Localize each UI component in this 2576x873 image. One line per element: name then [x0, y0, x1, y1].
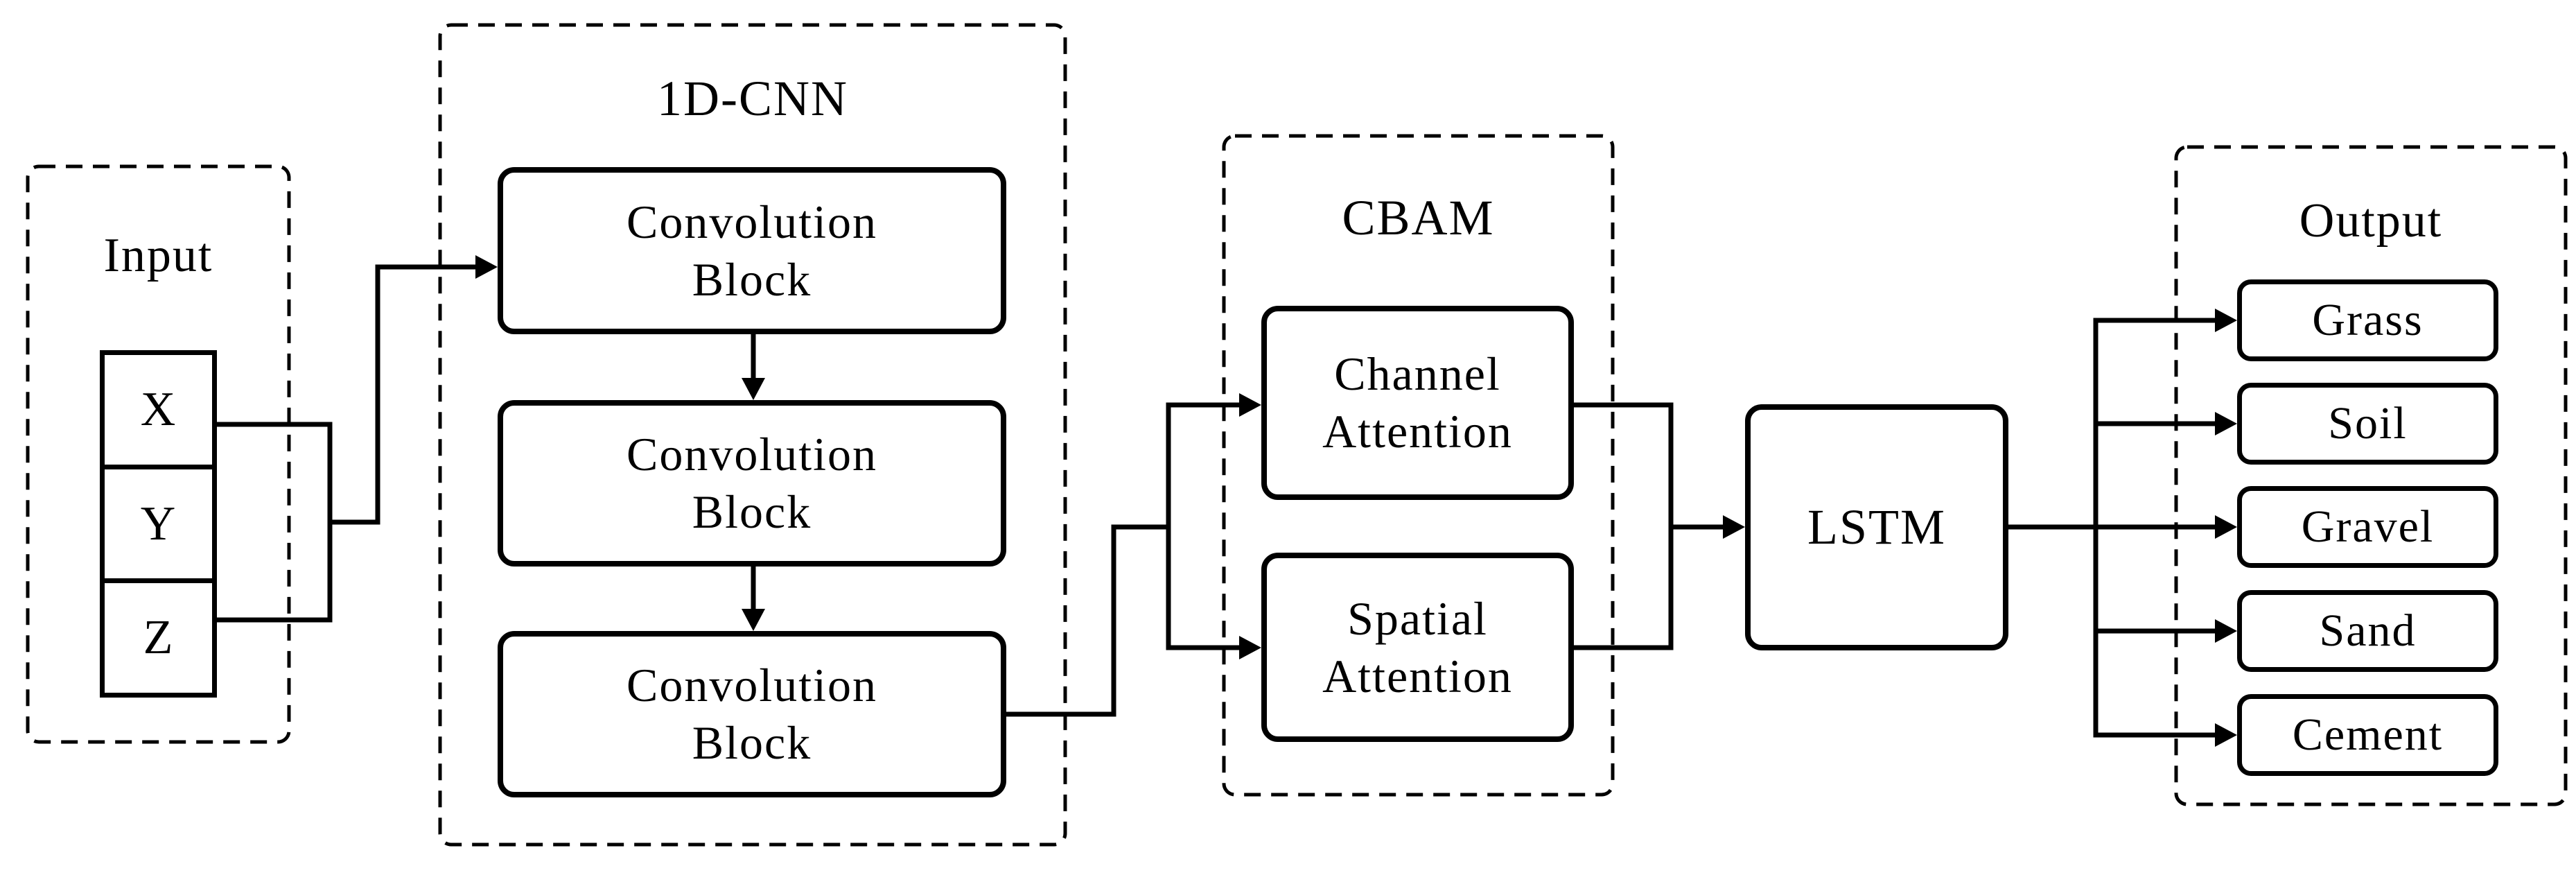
arrowhead-into-soil: [2215, 412, 2237, 435]
connector-conv3-to-cbam: [1004, 402, 1243, 717]
cbam-group-title: CBAM: [1342, 190, 1495, 245]
input-group-outline: [26, 164, 291, 744]
output-class-grass-label: Grass: [2312, 294, 2424, 345]
input-channel-z: Z: [105, 578, 212, 693]
spatial-attention-label: Spatial Attention: [1322, 591, 1513, 702]
channel-attention-block: Channel Attention: [1261, 306, 1574, 500]
output-class-gravel-label: Gravel: [2301, 501, 2435, 552]
arrowhead-into-conv1: [475, 255, 498, 279]
lstm-label: LSTM: [1807, 499, 1947, 555]
convolution-block-2-label: Convolution Block: [626, 428, 878, 538]
arrowhead-into-conv2: [742, 378, 765, 400]
output-class-soil-label: Soil: [2328, 397, 2408, 449]
connectors: [214, 264, 2219, 738]
convolution-block-1-label: Convolution Block: [626, 195, 878, 306]
output-group-outline: [2174, 145, 2568, 806]
connector-input-to-cnn: [214, 264, 480, 623]
convolution-block-1: Convolution Block: [498, 167, 1006, 334]
arrowhead-into-sand: [2215, 619, 2237, 643]
output-group-title: Output: [2299, 194, 2443, 248]
arrowheads: [475, 255, 2237, 747]
arrowhead-into-conv3: [742, 609, 765, 631]
output-class-sand: Sand: [2237, 590, 2498, 672]
arrowhead-into-spatial: [1239, 636, 1261, 659]
arrowhead-into-gravel: [2215, 515, 2237, 539]
cnn-group-title: 1D-CNN: [657, 71, 848, 126]
arrowhead-into-lstm: [1723, 515, 1745, 539]
output-class-soil: Soil: [2237, 383, 2498, 465]
output-class-cement-label: Cement: [2292, 709, 2444, 760]
input-group-title: Input: [103, 229, 213, 282]
output-class-grass: Grass: [2237, 279, 2498, 361]
input-channel-stack: X Y Z: [100, 350, 217, 698]
channel-attention-label: Channel Attention: [1322, 347, 1513, 458]
output-class-cement: Cement: [2237, 694, 2498, 776]
output-class-sand-label: Sand: [2319, 605, 2417, 656]
convolution-block-2: Convolution Block: [498, 400, 1006, 567]
connector-lstm-to-outputs: [2006, 318, 2219, 738]
arrowhead-into-cement: [2215, 723, 2237, 747]
spatial-attention-block: Spatial Attention: [1261, 553, 1574, 742]
arrowhead-into-channel: [1239, 393, 1261, 417]
input-channel-y: Y: [105, 464, 212, 579]
arrowhead-into-grass: [2215, 309, 2237, 332]
convolution-block-3: Convolution Block: [498, 631, 1006, 797]
lstm-block: LSTM: [1745, 404, 2008, 650]
output-class-gravel: Gravel: [2237, 486, 2498, 568]
convolution-block-3-label: Convolution Block: [626, 659, 878, 769]
cnn-group-outline: [438, 23, 1067, 847]
input-channel-x: X: [140, 382, 177, 436]
cbam-group-outline: [1222, 134, 1615, 797]
dashed-group-outlines: [26, 23, 2568, 847]
connector-cbam-to-lstm: [1571, 402, 1727, 650]
